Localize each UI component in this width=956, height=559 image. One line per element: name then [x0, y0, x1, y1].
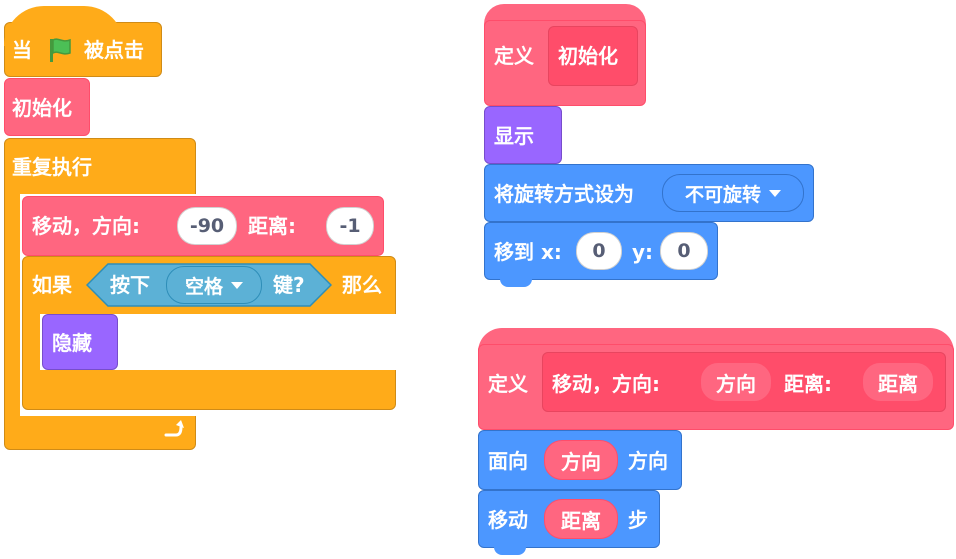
define-init-name: 初始化 [558, 44, 618, 68]
if-label: 如果 [32, 273, 72, 297]
move-bottom-notch [494, 547, 526, 555]
show-block[interactable] [484, 106, 562, 164]
point-prefix-label: 面向 [488, 449, 528, 473]
rotation-style-label: 将旋转方式设为 [494, 182, 634, 206]
call-init-block[interactable] [4, 78, 90, 136]
move-custom-label: 移动，方向: [32, 214, 140, 238]
param-distance[interactable]: 距离 [862, 362, 934, 402]
hide-block[interactable] [42, 314, 118, 370]
chevron-down-icon [769, 189, 781, 197]
param-direction[interactable]: 方向 [700, 362, 772, 402]
define-move-label: 定义 [488, 372, 528, 396]
define-init-label: 定义 [494, 44, 534, 68]
point-direction-reporter[interactable]: 方向 [544, 440, 618, 480]
loop-arrow-icon [160, 417, 186, 443]
key-dropdown-value: 空格 [184, 275, 223, 298]
then-label: 那么 [342, 273, 382, 297]
green-flag-icon [46, 36, 74, 64]
rotation-style-value: 不可旋转 [684, 183, 761, 206]
key-suffix-label: 键? [273, 273, 305, 297]
call-init-label: 初始化 [12, 96, 72, 120]
define-init-prototype[interactable] [548, 26, 638, 86]
hat-suffix-label: 被点击 [84, 38, 144, 62]
show-label: 显示 [494, 124, 534, 148]
key-dropdown[interactable]: 空格 [166, 266, 262, 304]
define-move-proto-text: 移动，方向: [552, 372, 660, 396]
goto-y-label: y: [632, 240, 654, 264]
forever-label: 重复执行 [12, 155, 92, 179]
goto-x-input[interactable]: 0 [576, 232, 622, 270]
point-suffix-label: 方向 [628, 449, 668, 473]
rotation-style-dropdown[interactable]: 不可旋转 [662, 174, 804, 212]
move-distance-reporter[interactable]: 距离 [544, 499, 618, 539]
direction-input[interactable]: -90 [177, 207, 237, 245]
hide-label: 隐藏 [52, 331, 92, 355]
distance-label: 距离: [248, 214, 296, 238]
goto-bottom-notch [500, 279, 532, 287]
define-move-param2-label: 距离: [784, 372, 832, 396]
distance-input[interactable]: -1 [326, 207, 374, 245]
hat-prefix-label: 当 [12, 38, 32, 62]
key-pressed-label: 按下 [110, 273, 150, 297]
move-custom-call-block[interactable] [22, 196, 384, 256]
goto-y-input[interactable]: 0 [660, 232, 708, 270]
move-prefix-label: 移动 [488, 508, 528, 532]
chevron-down-icon [231, 281, 243, 289]
goto-x-label: 移到 x: [494, 240, 562, 264]
move-suffix-label: 步 [628, 508, 648, 532]
hat-cap [4, 6, 124, 46]
